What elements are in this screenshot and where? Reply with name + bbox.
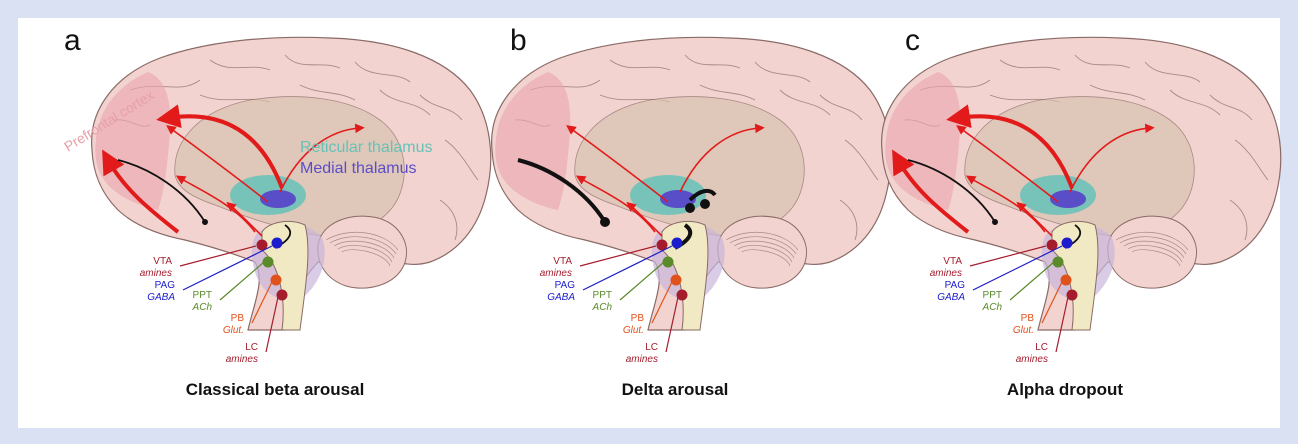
nucleus-pb-dot bbox=[271, 275, 282, 286]
nucleus-pb-dot bbox=[671, 275, 682, 286]
nucleus-pag-transmitter: GABA bbox=[147, 292, 175, 303]
nucleus-vta-transmitter: amines bbox=[140, 268, 172, 279]
panel-c-caption: Alpha dropout bbox=[875, 380, 1255, 400]
nucleus-pb-transmitter: Glut. bbox=[623, 325, 644, 336]
nucleus-pag-label: PAG bbox=[945, 280, 966, 291]
panel-b-caption: Delta arousal bbox=[485, 380, 865, 400]
nucleus-ppt-dot bbox=[1053, 257, 1064, 268]
panel-a-letter: a bbox=[64, 24, 81, 58]
medial-label: Medial thalamus bbox=[300, 160, 417, 177]
inhibitory-terminal bbox=[992, 219, 998, 225]
nucleus-pag-transmitter: GABA bbox=[547, 292, 575, 303]
inhibitory-terminal bbox=[202, 219, 208, 225]
nucleus-ppt-label: PPT bbox=[593, 290, 612, 301]
nucleus-pb-dot bbox=[1061, 275, 1072, 286]
cerebellum-shape bbox=[1108, 216, 1197, 288]
cerebellum-shape bbox=[718, 216, 807, 288]
nucleus-pag-dot bbox=[672, 238, 683, 249]
nucleus-vta-label: VTA bbox=[943, 256, 962, 267]
nucleus-ppt-transmitter: ACh bbox=[982, 302, 1003, 313]
nucleus-ppt-transmitter: ACh bbox=[192, 302, 213, 313]
nucleus-pag-label: PAG bbox=[155, 280, 176, 291]
nucleus-pb-label: PB bbox=[231, 313, 245, 324]
nucleus-vta-label: VTA bbox=[153, 256, 172, 267]
panel-a-caption: Classical beta arousal bbox=[85, 380, 465, 400]
panel-c-letter: c bbox=[905, 24, 920, 58]
nucleus-vta-transmitter: amines bbox=[540, 268, 572, 279]
reticular-label: Reticular thalamus bbox=[300, 139, 433, 156]
nucleus-lc-transmitter: amines bbox=[1016, 354, 1048, 365]
nucleus-ppt-transmitter: ACh bbox=[592, 302, 613, 313]
nucleus-lc-label: LC bbox=[645, 342, 658, 353]
nucleus-vta-transmitter: amines bbox=[930, 268, 962, 279]
cerebellum-shape bbox=[318, 216, 407, 288]
nucleus-ppt-label: PPT bbox=[193, 290, 212, 301]
nucleus-pag-transmitter: GABA bbox=[937, 292, 965, 303]
nucleus-pag-label: PAG bbox=[555, 280, 576, 291]
nucleus-pb-label: PB bbox=[631, 313, 645, 324]
nucleus-ppt-dot bbox=[263, 257, 274, 268]
nucleus-vta-label: VTA bbox=[553, 256, 572, 267]
nucleus-ppt-dot bbox=[663, 257, 674, 268]
nucleus-lc-transmitter: amines bbox=[226, 354, 258, 365]
nucleus-pb-transmitter: Glut. bbox=[223, 325, 244, 336]
nucleus-pag-dot bbox=[1062, 238, 1073, 249]
inhibitory-terminal bbox=[685, 203, 695, 213]
nucleus-pag-dot bbox=[272, 238, 283, 249]
nucleus-ppt-label: PPT bbox=[983, 290, 1002, 301]
panel-b-letter: b bbox=[510, 24, 527, 58]
nucleus-lc-label: LC bbox=[245, 342, 258, 353]
inhibitory-terminal bbox=[700, 199, 710, 209]
nucleus-pb-transmitter: Glut. bbox=[1013, 325, 1034, 336]
inhibitory-terminal bbox=[600, 217, 610, 227]
nucleus-pb-label: PB bbox=[1021, 313, 1035, 324]
nucleus-lc-label: LC bbox=[1035, 342, 1048, 353]
nucleus-lc-transmitter: amines bbox=[626, 354, 658, 365]
panel-b-diagram: VTAaminesPAGGABAPPTAChPBGlut.LCamines bbox=[492, 37, 891, 365]
